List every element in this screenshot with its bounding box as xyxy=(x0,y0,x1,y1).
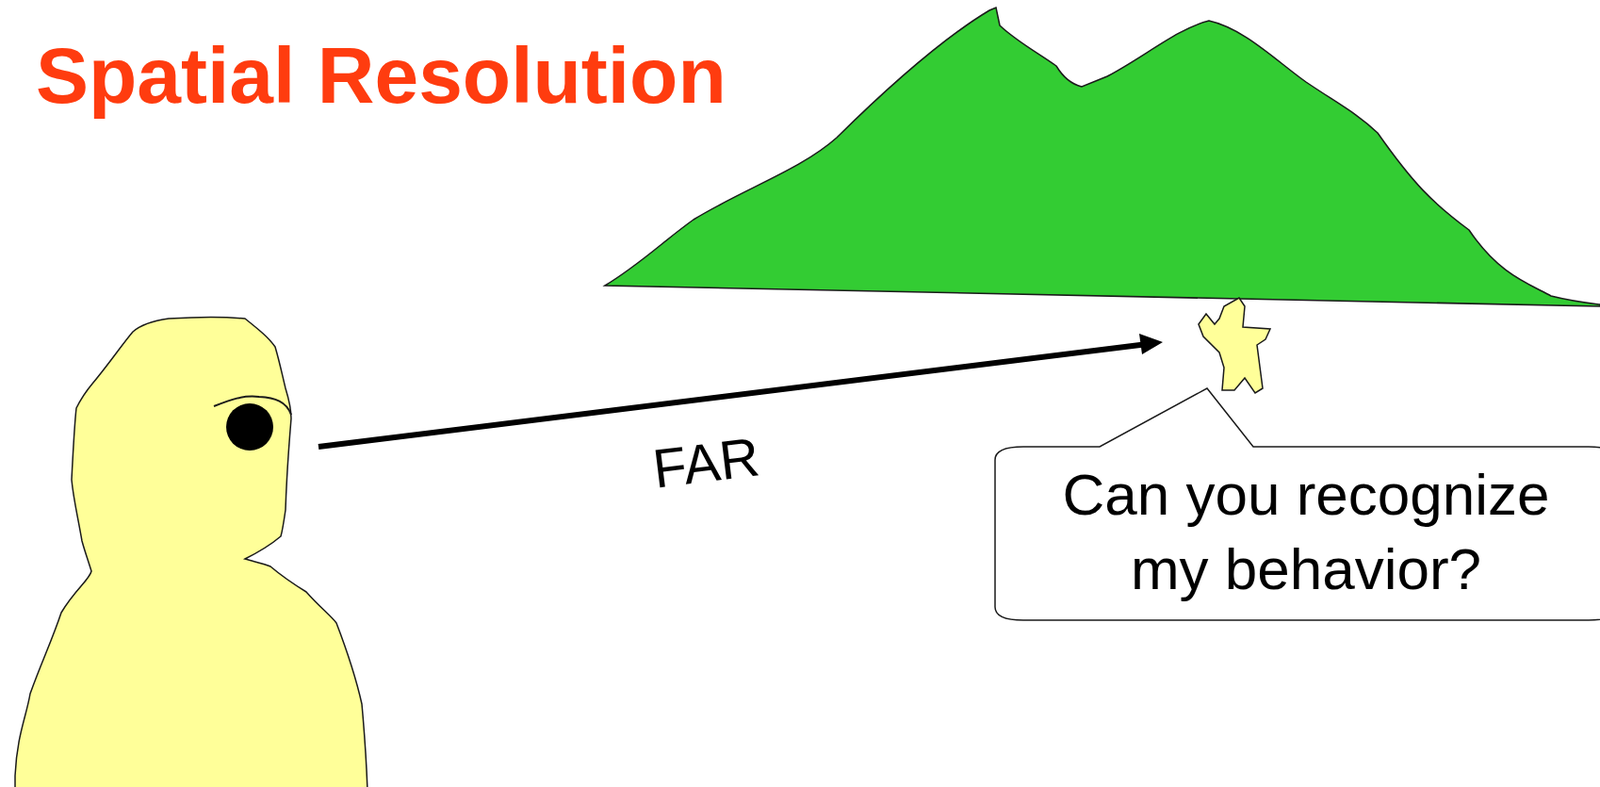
eye xyxy=(226,403,274,451)
distance-label: FAR xyxy=(650,428,763,496)
bubble-shape xyxy=(995,388,1600,621)
slide-title: Spatial Resolution xyxy=(35,35,727,115)
speech-bubble: Can you recognize my behavior? xyxy=(995,446,1600,621)
observer-figure xyxy=(15,317,368,787)
bubble-text: Can you recognize my behavior? xyxy=(1037,457,1575,606)
sight-arrowhead xyxy=(1139,333,1163,355)
mountain xyxy=(604,7,1600,307)
distant-figure xyxy=(1198,297,1271,393)
